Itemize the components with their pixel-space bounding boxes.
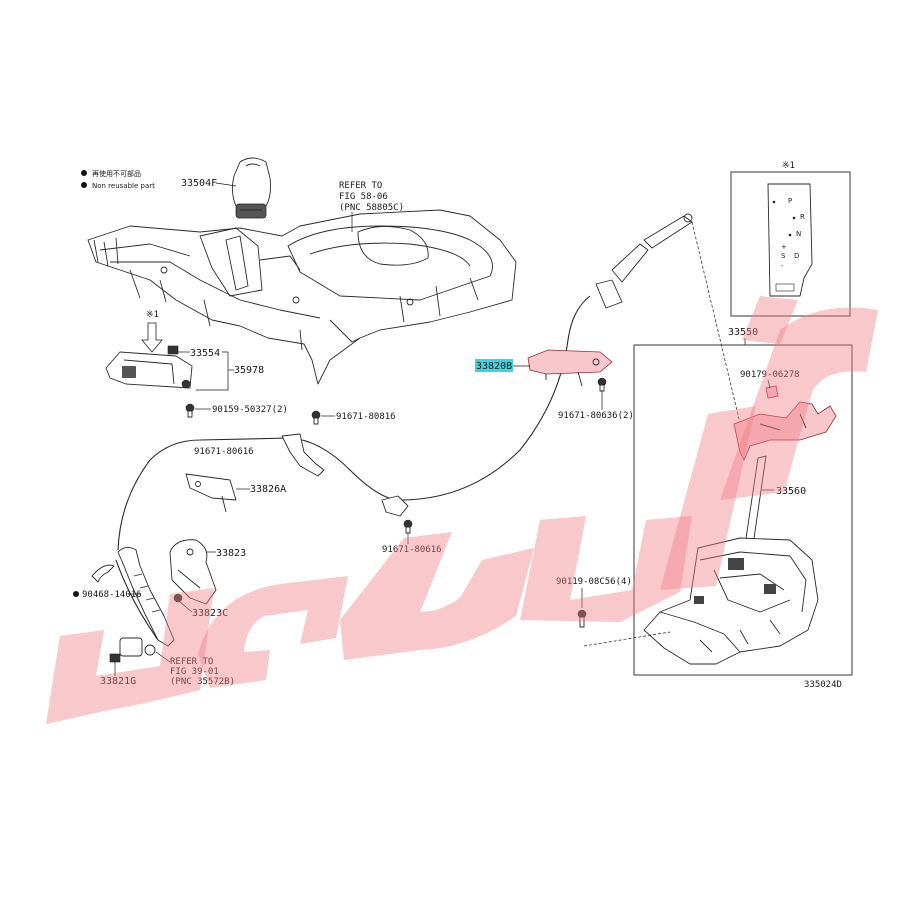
bolt-90119[interactable] — [577, 609, 587, 628]
nut-33823C[interactable] — [173, 593, 183, 603]
arrow-down-icon — [141, 322, 163, 353]
part-label-33823C: 33823C — [192, 608, 228, 619]
clip-33554[interactable] — [167, 345, 179, 355]
part-label-33560: 33560 — [776, 486, 806, 497]
clip-90468[interactable] — [91, 564, 115, 583]
bolt-91671-80816[interactable] — [311, 410, 321, 425]
part-label-33550: 33550 — [728, 327, 758, 338]
reusable-bullet-icon — [81, 170, 87, 176]
legend-reusable: 再使用不可部品 — [92, 169, 141, 178]
lever-bracket-33823[interactable] — [169, 539, 217, 605]
refer-to-2-line1: REFER TO — [170, 657, 213, 667]
gate-d: D — [794, 252, 799, 260]
cable-upper-end[interactable] — [595, 213, 693, 309]
cable-end-adjuster[interactable] — [117, 547, 175, 647]
indicator-housing[interactable] — [105, 351, 193, 389]
shift-lever-assembly-box — [633, 344, 853, 676]
gate-minus: - — [781, 262, 784, 270]
bolt-90159[interactable] — [185, 403, 195, 418]
refer-to-1-line2: FIG 58-06 — [339, 192, 388, 202]
refer-to-2-line2: FIG 39-01 — [170, 667, 219, 677]
non-reusable-bullet-icon-2 — [73, 591, 79, 597]
gate-plate: P R N + S D - — [767, 183, 813, 297]
shift-lock-bracket[interactable] — [733, 401, 837, 461]
gate-plus: + — [781, 243, 787, 251]
cable-bracket-33826A[interactable] — [185, 473, 237, 513]
part-label-33554: 33554 — [190, 348, 220, 359]
pin-90179[interactable] — [765, 385, 779, 399]
bolt-routing-dashed — [583, 631, 671, 647]
part-label-33504F: 33504F — [181, 178, 217, 189]
gate-r: R — [800, 213, 805, 221]
legend: 再使用不可部品 Non reusable part — [81, 169, 155, 190]
part-label-91671-80616-a: 91671-80616 — [194, 447, 254, 457]
cable-routing-dashed — [691, 221, 745, 441]
part-label-91671-80816: 91671-80816 — [336, 412, 396, 422]
star-note-right: ※1 — [782, 161, 795, 171]
part-label-91671-80616-b: 91671-80616 — [382, 545, 442, 555]
part-label-33820B[interactable]: 33820B — [476, 361, 512, 372]
shift-lever-housing[interactable] — [643, 537, 819, 665]
bolt-91671-80616-b[interactable] — [403, 519, 413, 534]
gate-s: S — [781, 252, 786, 260]
bushing-block[interactable] — [109, 637, 156, 663]
cable-clamp[interactable] — [281, 433, 325, 477]
non-reusable-bullet-icon — [81, 182, 87, 188]
part-label-33823: 33823 — [216, 548, 246, 559]
part-label-90119: 90119-08C56(4) — [556, 577, 632, 587]
part-label-90159: 90159-50327(2) — [212, 405, 288, 415]
refer-to-1-line3: (PNC 58805C) — [339, 203, 404, 213]
cable-clamp-right[interactable] — [381, 495, 409, 517]
diagram-code: 335024D — [804, 680, 842, 690]
watermark-logo — [46, 296, 878, 724]
gate-p: P — [788, 197, 792, 205]
shift-knob[interactable] — [231, 157, 271, 219]
part-highlight-33820B — [475, 359, 513, 372]
star-note-left: ※1 — [146, 310, 159, 320]
bolt-91671-80636[interactable] — [597, 377, 607, 392]
part-label-33821G: 33821G — [100, 676, 136, 687]
cable-bracket-33820B[interactable] — [527, 349, 613, 387]
part-label-90468: 90468-14016 — [82, 590, 142, 600]
refer-to-1-line1: REFER TO — [339, 181, 382, 191]
console-frame[interactable] — [87, 209, 517, 385]
part-label-91671-80636: 91671-80636(2) — [558, 411, 634, 421]
part-label-35978: 35978 — [234, 365, 264, 376]
part-label-33826A: 33826A — [250, 484, 286, 495]
legend-non-reusable: Non reusable part — [92, 182, 155, 190]
part-label-90179: 90179-06278 — [740, 370, 800, 380]
gate-n: N — [796, 230, 801, 238]
refer-to-2-line3: (PNC 35572B) — [170, 677, 235, 687]
